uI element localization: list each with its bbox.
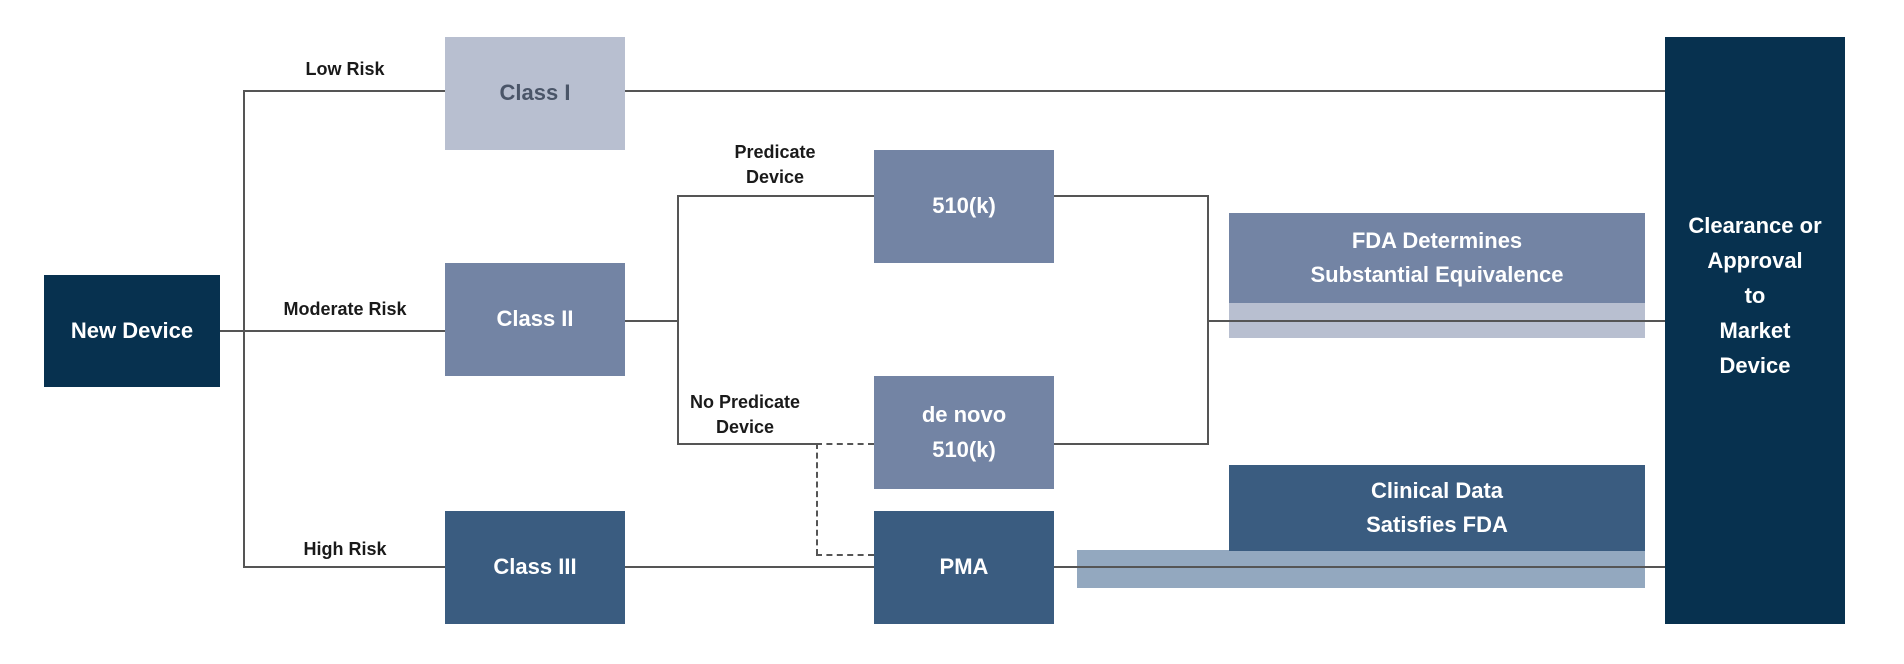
connector-class-i-to-clearance [625,90,1665,92]
connector-class-ii-branch [677,195,679,445]
new-device-label: New Device [70,317,194,343]
connector-merge-to-clearance [1207,320,1665,322]
pma-box: PMA [874,511,1054,624]
clinical-data-box: Clinical Data Satisfies FDA [1229,465,1645,551]
clinical-band [1077,550,1645,588]
clearance-line4: Market [1719,318,1791,344]
connector-dashed-to-de-novo [816,443,874,445]
low-risk-label: Low Risk [265,57,425,82]
new-device-box: New Device [44,275,220,387]
class-iii-label: Class III [493,554,577,580]
connector-risk-trunk [243,90,245,567]
clearance-line3: to [1744,282,1766,308]
connector-dashed-vertical [816,443,818,555]
de-novo-box: de novo 510(k) [874,376,1054,489]
no-predicate-line2: Device [715,417,775,438]
class-i-label: Class I [499,80,571,106]
connector-no-predicate-branch [677,443,816,445]
clearance-box: Clearance or Approval to Market Device [1665,37,1845,624]
fda-determines-line2: Substantial Equivalence [1310,262,1564,287]
de-novo-label-line1: de novo [921,402,1007,428]
fda-determines-box: FDA Determines Substantial Equivalence [1229,213,1645,303]
connector-predicate-to-510k [677,195,874,197]
clearance-line2: Approval [1707,247,1803,273]
no-predicate-device-label: No Predicate Device [665,390,825,440]
clinical-data-line2: Satisfies FDA [1366,512,1508,537]
high-risk-text: High Risk [303,539,387,559]
connector-class-iii-to-pma [625,566,874,568]
clinical-data-line1: Clinical Data [1370,477,1504,503]
no-predicate-line1: No Predicate [689,392,801,412]
510k-label: 510(k) [932,193,996,219]
class-ii-box: Class II [445,263,625,376]
connector-to-class-iii [243,566,445,568]
class-iii-box: Class III [445,511,625,624]
connector-de-novo-out [1054,443,1208,445]
connector-dashed-to-pma [816,554,874,556]
high-risk-label: High Risk [265,537,425,562]
pma-label: PMA [939,554,989,580]
moderate-risk-label: Moderate Risk [255,297,435,322]
moderate-risk-text: Moderate Risk [283,299,407,319]
class-i-box: Class I [445,37,625,150]
predicate-line1: Predicate [734,142,816,162]
connector-to-class-ii [243,330,445,332]
connector-pma-to-clearance [1054,566,1665,568]
clearance-line1: Clearance or [1688,212,1822,238]
510k-box: 510(k) [874,150,1054,263]
predicate-device-label: Predicate Device [700,140,850,190]
connector-510k-out [1054,195,1208,197]
connector-to-class-i [243,90,445,92]
clearance-line5: Device [1719,353,1791,379]
class-ii-label: Class II [496,306,574,332]
low-risk-text: Low Risk [305,59,385,79]
de-novo-label-line2: 510(k) [932,436,996,462]
fda-determines-line1: FDA Determines [1351,227,1523,253]
connector-new-device-out [220,330,244,332]
connector-class-ii-out [625,320,678,322]
predicate-line2: Device [745,167,805,188]
